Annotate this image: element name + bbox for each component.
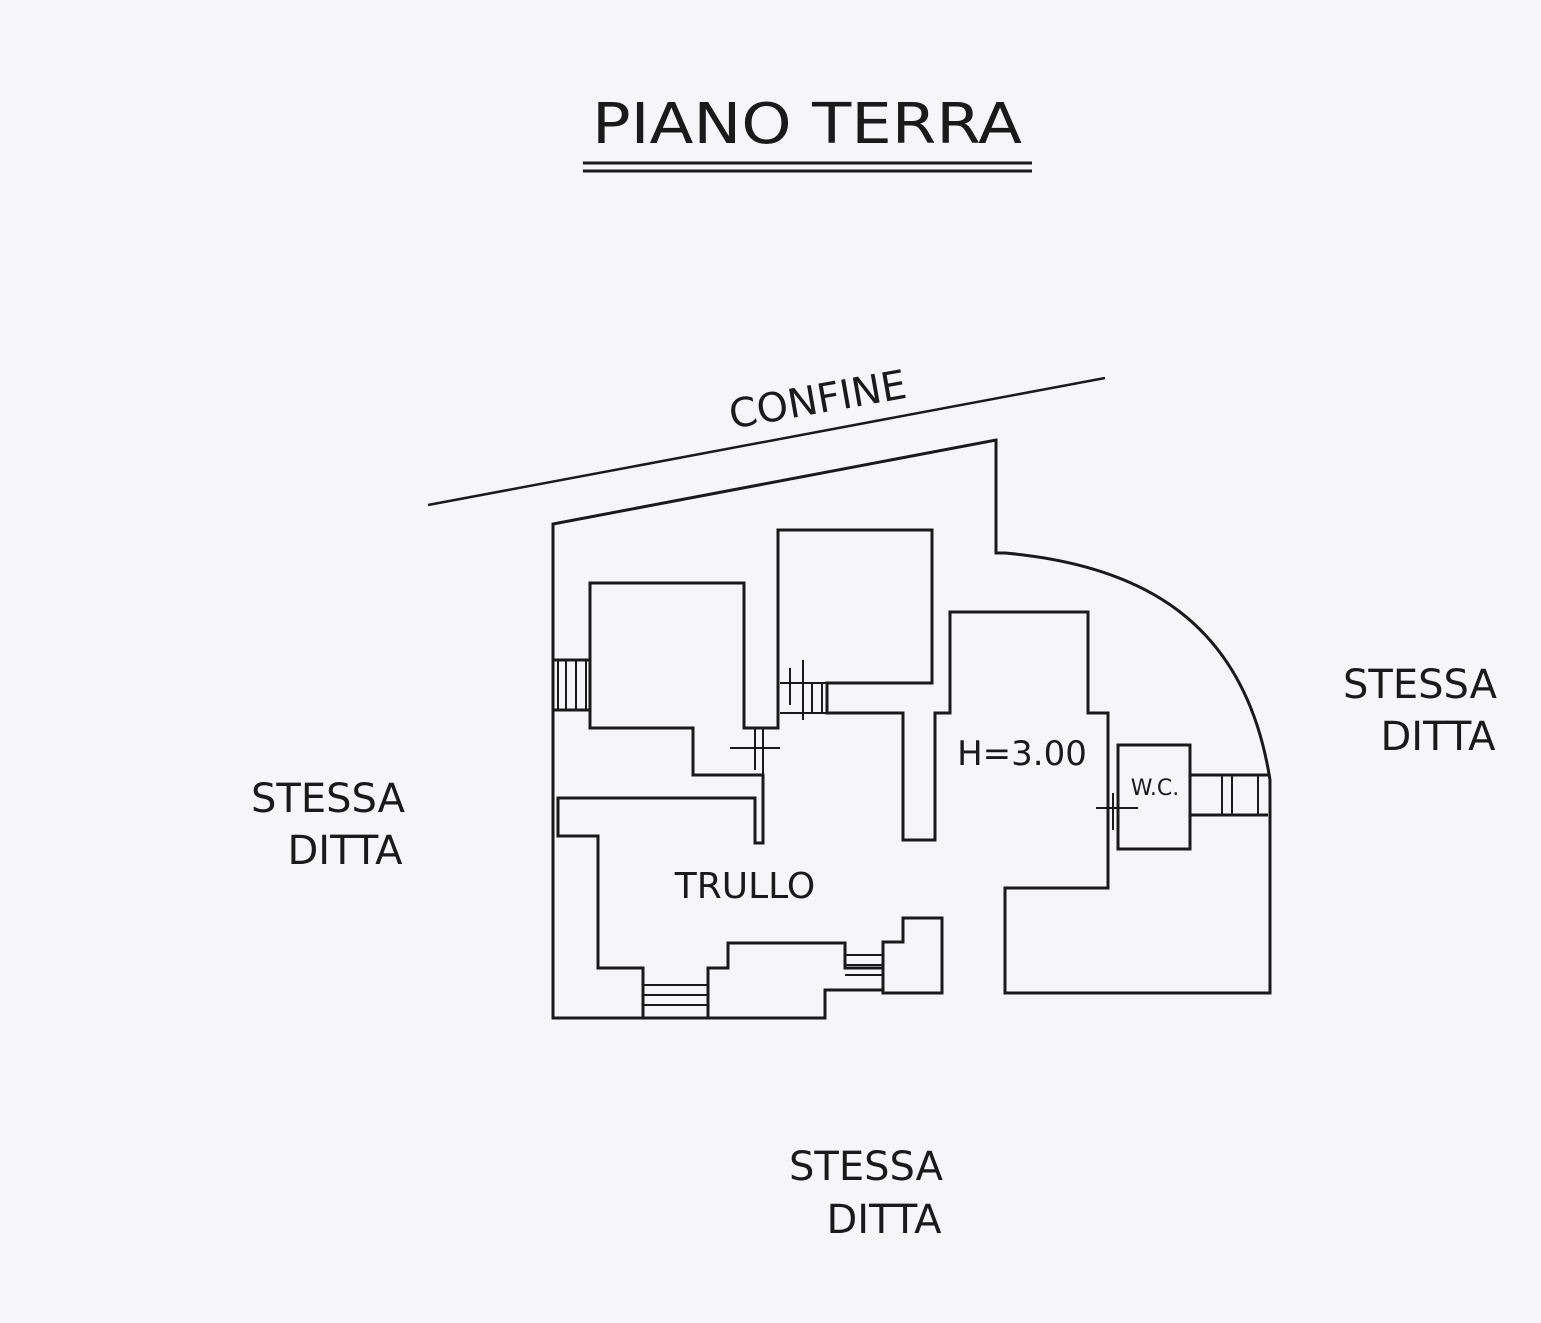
opening-wc — [1096, 745, 1138, 830]
neighbor-left-line1: STESSA — [251, 776, 406, 822]
opening-inner-cross — [730, 728, 780, 775]
neighbor-right-line2: DITTA — [1380, 714, 1496, 760]
neighbor-left-line2: DITTA — [287, 828, 403, 874]
opening-upper-center — [780, 660, 827, 720]
room-height-label: H=3.00 — [957, 734, 1087, 774]
opening-right-corridor — [1221, 775, 1259, 815]
room-label-trullo: TRULLO — [674, 866, 816, 907]
opening-bottom-left — [643, 984, 708, 1006]
wc-label: W.C. — [1131, 776, 1180, 801]
opening-left-wall — [557, 660, 587, 710]
wall-bottom — [643, 916, 944, 1020]
wall-right-corridor — [1190, 773, 1268, 817]
wall-left-upper — [553, 658, 590, 712]
plan-title: PIANO TERRA — [592, 92, 1022, 157]
opening-bottom-right — [845, 954, 883, 976]
boundary-label: CONFINE — [725, 362, 910, 438]
wc-room — [1116, 743, 1192, 851]
neighbor-bottom-line1: STESSA — [789, 1144, 944, 1190]
neighbor-bottom-line2: DITTA — [826, 1197, 942, 1243]
boundary-line — [427, 376, 1106, 507]
neighbor-right-line1: STESSA — [1343, 662, 1498, 708]
outer-wall — [551, 438, 1272, 1020]
